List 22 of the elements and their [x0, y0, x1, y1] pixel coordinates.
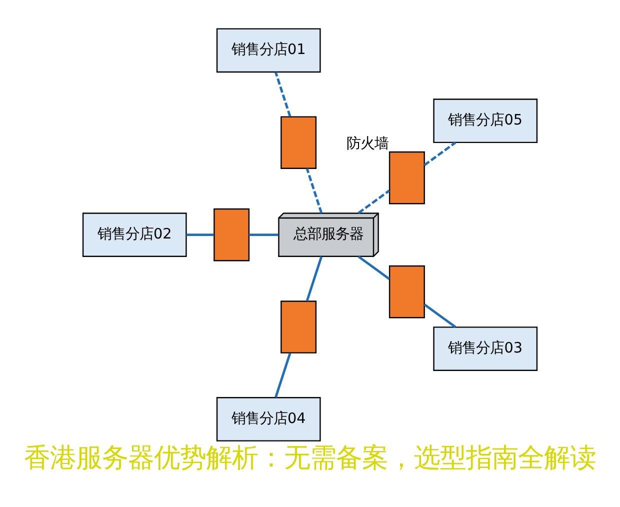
node-box: 销售分店02	[82, 212, 187, 256]
connector	[424, 302, 456, 328]
node-box	[388, 150, 425, 204]
node-label: 防火墙	[346, 135, 388, 152]
node-box: 销售分店05	[433, 98, 538, 143]
connector	[358, 255, 390, 280]
connector	[249, 233, 278, 236]
diagram-title: 香港服务器优势解析：无需备案，选型指南全解读	[24, 443, 596, 474]
connector	[424, 141, 456, 166]
connector	[274, 71, 292, 116]
node-box	[388, 264, 425, 318]
connector	[274, 352, 292, 398]
node-box: 销售分店01	[216, 28, 321, 72]
node-box: 销售分店04	[216, 396, 321, 441]
node-box	[280, 300, 317, 353]
connector	[358, 189, 390, 214]
node-box	[280, 116, 317, 168]
node-box: 销售分店03	[433, 326, 538, 370]
connector	[186, 233, 214, 236]
connector	[306, 256, 323, 301]
connector	[306, 168, 323, 213]
node-box	[214, 208, 250, 261]
